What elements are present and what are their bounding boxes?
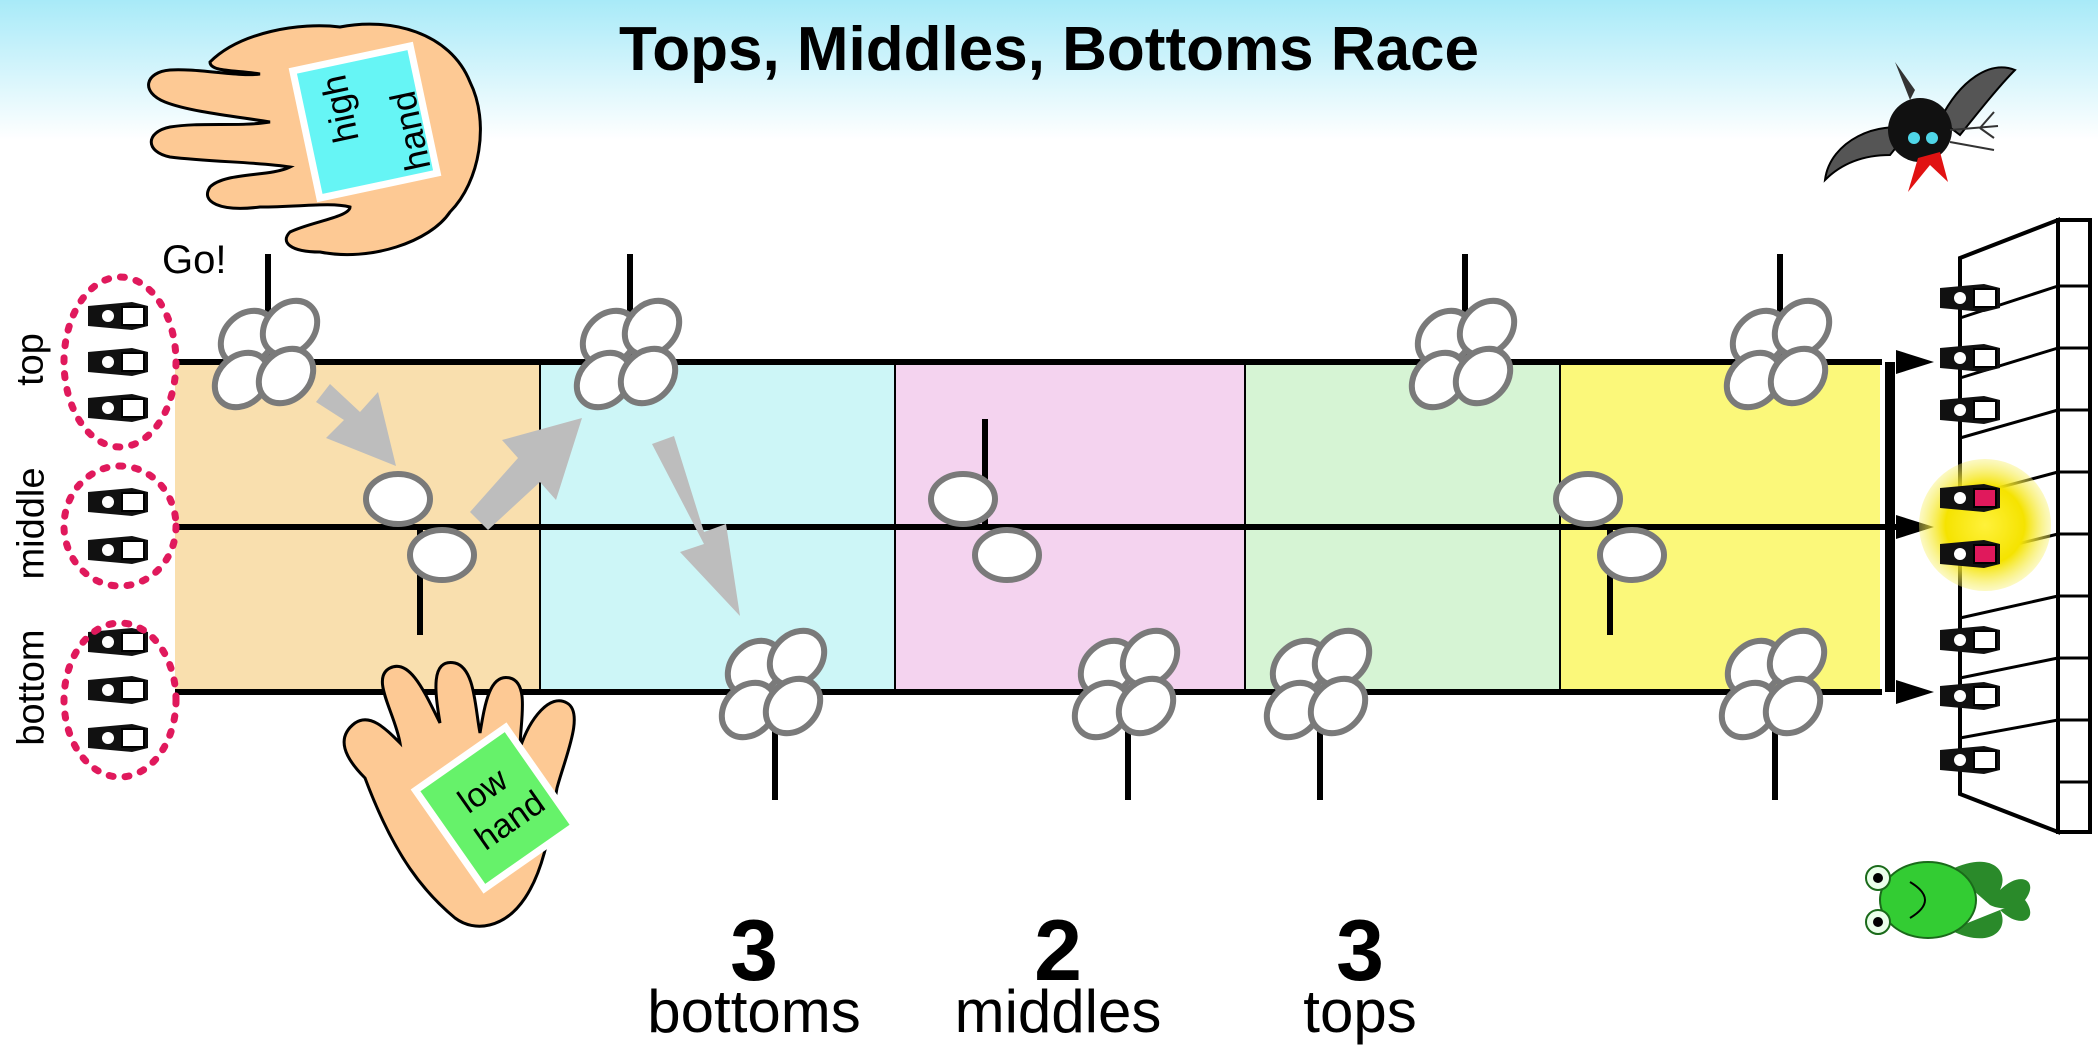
finish-pin-top-1 (1940, 284, 2000, 312)
finish-pin-bottom-2 (1940, 682, 2000, 710)
start-pin-top-2 (88, 348, 148, 376)
middle-pin-circle (64, 466, 176, 586)
low-hand: low hand (344, 663, 574, 927)
start-pin-middle-2 (88, 536, 148, 564)
finish-pin-bottom-3 (1940, 746, 2000, 774)
finish-rack (1919, 220, 2090, 832)
finish-pin-middle-2 (1940, 540, 2000, 568)
start-label: Go! (162, 238, 226, 283)
finish-pin-top-3 (1940, 396, 2000, 424)
row-label-top: top (10, 325, 53, 395)
count-tops-caption: tops (1230, 982, 1490, 1042)
sun-glow (1919, 459, 2051, 591)
page-title: Tops, Middles, Bottoms Race (0, 14, 2098, 85)
bottom-arrowhead (1896, 680, 1934, 704)
start-pin-bottom-2 (88, 676, 148, 704)
start-pin-top-3 (88, 394, 148, 422)
race-diagram: high hand low hand (0, 0, 2098, 992)
finish-pin-middle-1 (1940, 484, 2000, 512)
race-canvas: high hand low hand (0, 0, 2098, 992)
frog-icon (1866, 862, 2030, 939)
start-pins (88, 302, 148, 752)
row-label-middle: middle (11, 464, 54, 584)
count-bottoms-caption: bottoms (624, 982, 884, 1042)
count-middles-caption: middles (928, 982, 1188, 1042)
start-pin-top-1 (88, 302, 148, 330)
top-arrowhead (1896, 350, 1934, 374)
start-pin-bottom-3 (88, 724, 148, 752)
finish-pin-top-2 (1940, 344, 2000, 372)
row-label-bottom: bottom (11, 620, 54, 756)
finish-pin-bottom-1 (1940, 626, 2000, 654)
start-pin-middle-1 (88, 488, 148, 516)
